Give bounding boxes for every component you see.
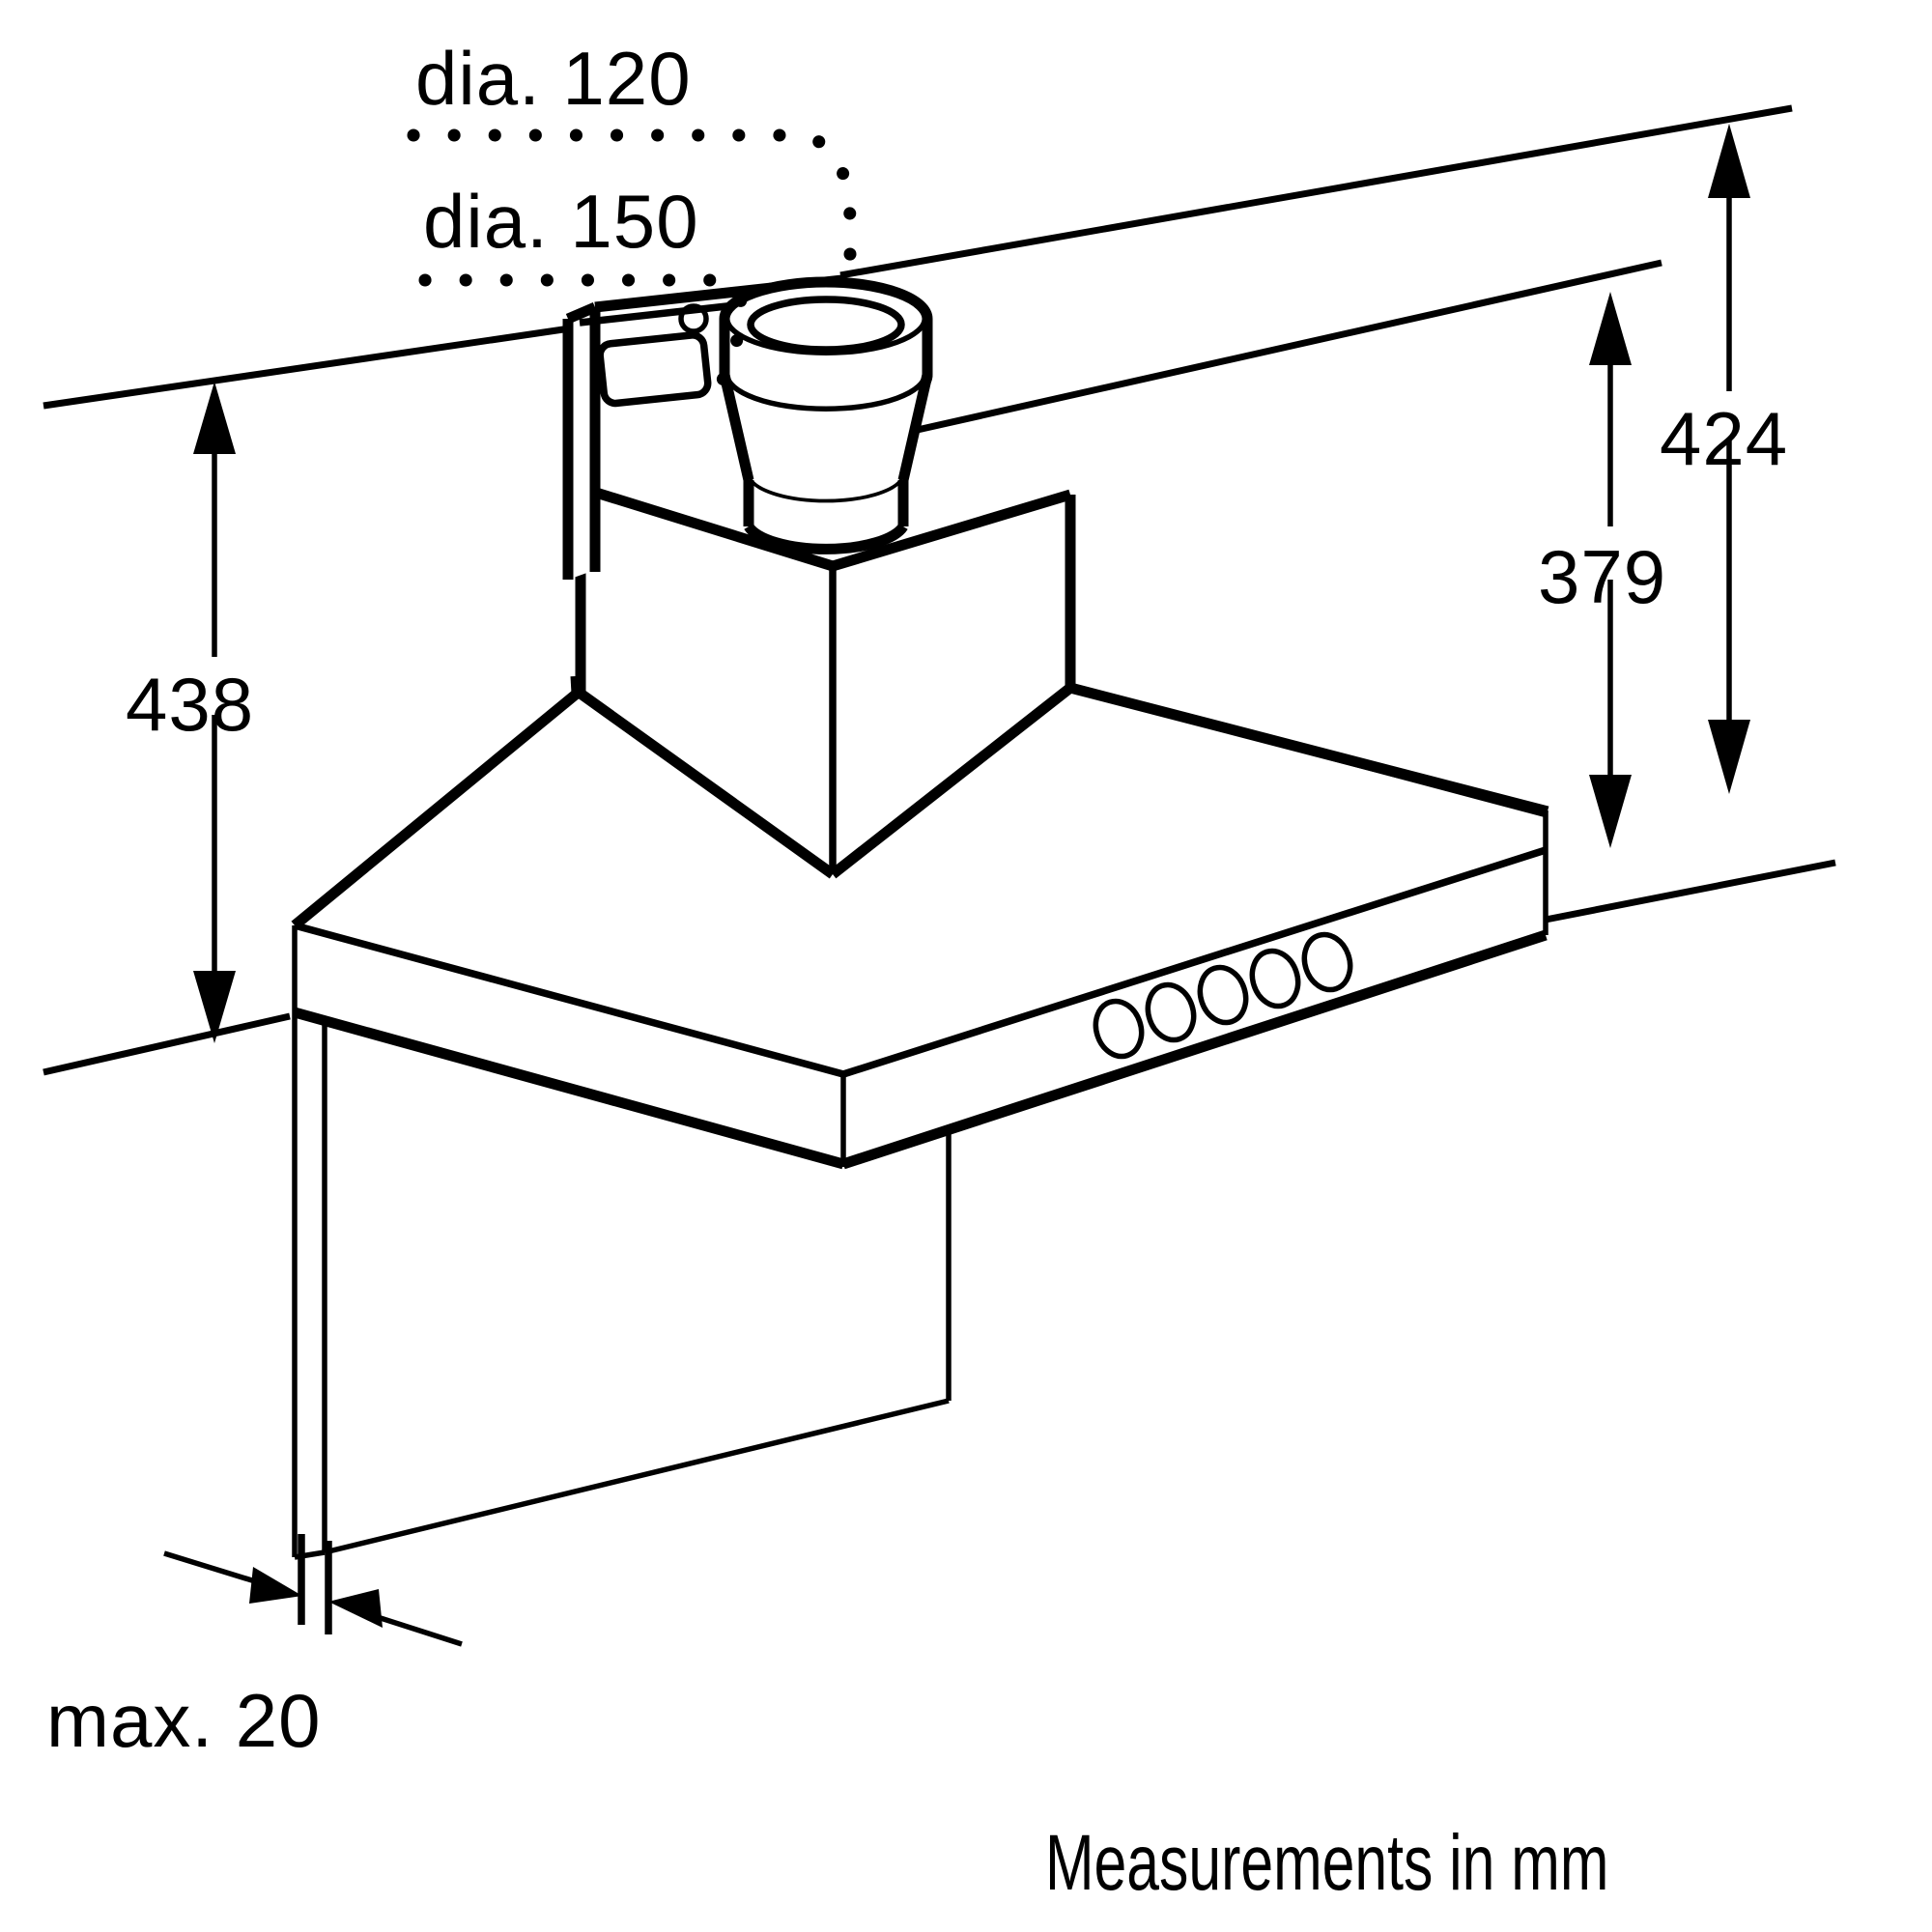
- dim-424-arrowhead-up: [1708, 124, 1750, 198]
- dimension-max-20: [163, 1534, 463, 1647]
- dim-20-arrowhead-right: [328, 1589, 383, 1628]
- callout-label-dia-120: dia. 120: [415, 36, 692, 121]
- canopy-right-slope-inner: [1069, 684, 1548, 818]
- canopy-left-slope-top: [291, 689, 581, 930]
- control-button-1: [1093, 998, 1145, 1060]
- duct-top-rim-inner: [747, 296, 905, 354]
- wall-line-upper-left: [43, 325, 571, 410]
- dim-379-arrowhead-up: [1589, 292, 1632, 365]
- dimension-438: [193, 382, 236, 1043]
- chimney-lower-bottom-right: [829, 683, 1074, 879]
- canopy-front-band-bottom: [293, 1007, 845, 1170]
- bracket-top-cap: [565, 301, 598, 325]
- chimney-lower-top-right: [831, 489, 1072, 572]
- wall-reference-lines: [43, 104, 1836, 1076]
- bracket-knockout-rect: [596, 331, 712, 408]
- dim-438-arrowhead-down: [193, 971, 236, 1043]
- control-button-2: [1145, 981, 1197, 1043]
- wall-line-lower-left: [43, 1012, 291, 1076]
- footer-units-note: Measurements in mm: [1045, 1819, 1609, 1907]
- chimney-lower-bottom-left: [577, 689, 837, 879]
- wall-line-lower-right: [1545, 859, 1836, 923]
- dimension-label-438: 438: [126, 662, 255, 747]
- chimney-lower-top-left: [579, 482, 835, 572]
- wall-panel-bottom-front: [324, 1398, 950, 1555]
- wall-line-upper-right: [839, 104, 1793, 279]
- dim-20-arrowhead-left: [249, 1567, 302, 1604]
- chimney-lower-section: [575, 482, 1076, 879]
- duct-adapter: [719, 276, 933, 554]
- bracket-pilot-hole: [678, 303, 709, 334]
- dim-438-arrowhead-up: [193, 382, 236, 454]
- dimension-label-424: 424: [1660, 396, 1789, 481]
- dimension-379: [1589, 292, 1632, 848]
- control-button-4: [1249, 948, 1301, 1009]
- canopy-front-band-top: [294, 922, 844, 1078]
- wall-line-middle-right: [873, 259, 1662, 443]
- duct-cone-left: [719, 373, 754, 482]
- leader-dia-150: [418, 273, 749, 422]
- dimension-label-379: 379: [1538, 534, 1667, 619]
- canopy-right-band-top: [841, 846, 1548, 1078]
- leader-lines: [407, 128, 857, 422]
- canopy-right-band-bottom: [841, 929, 1548, 1170]
- dim-424-arrowhead-down: [1708, 720, 1750, 794]
- dim-379-arrowhead-down: [1589, 775, 1632, 848]
- duct-barrel-bottom-arc: [744, 523, 908, 554]
- leader-dia-120: [407, 128, 857, 297]
- control-panel[interactable]: [1089, 928, 1357, 1062]
- duct-cone-right: [897, 373, 933, 482]
- dimension-424: [1708, 124, 1750, 794]
- callout-label-dia-150: dia. 150: [423, 179, 699, 264]
- control-button-3: [1197, 964, 1249, 1026]
- duct-collar-bottom-arc: [719, 374, 933, 417]
- dimension-label-max-20: max. 20: [46, 1678, 322, 1763]
- control-button-5: [1301, 931, 1353, 993]
